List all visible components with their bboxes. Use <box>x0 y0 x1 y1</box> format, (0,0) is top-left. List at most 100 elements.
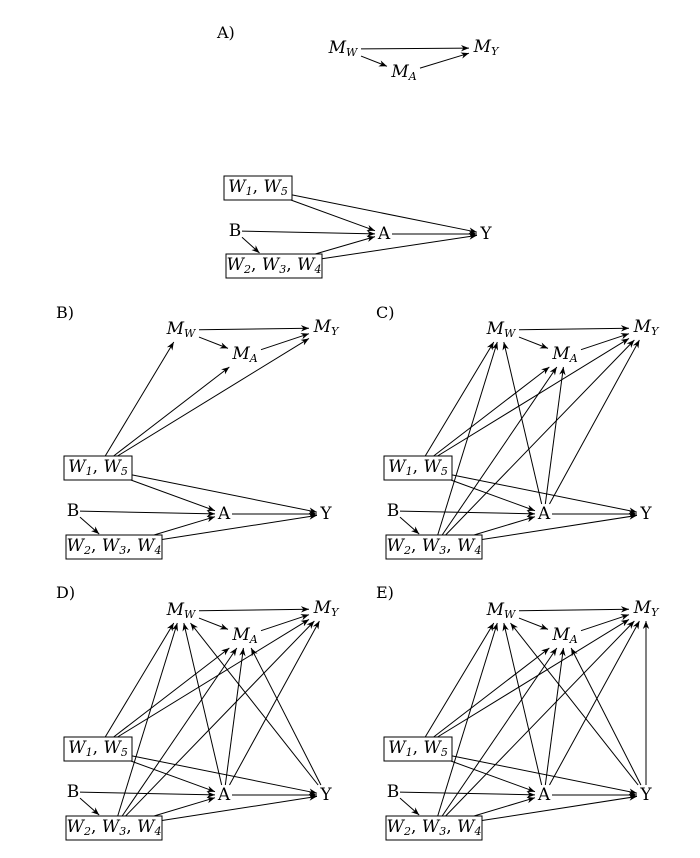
node-base-letter: W <box>423 738 442 758</box>
node-subscript: 1 <box>246 185 253 198</box>
node-subscript: 1 <box>86 465 93 478</box>
node-box <box>63 455 133 481</box>
node-a: A <box>217 504 231 524</box>
node-label: Y <box>639 785 652 805</box>
node-base-letter: M <box>633 317 652 337</box>
node-my: MY <box>633 598 660 619</box>
node-my: MY <box>313 598 340 619</box>
edge-w15-to-y <box>451 755 638 795</box>
node-label: B <box>387 782 400 802</box>
node-subscript: 5 <box>441 746 448 759</box>
edge-mw-to-my <box>198 325 310 332</box>
node-subscript: 5 <box>281 185 288 198</box>
edge-w234-to-my <box>445 620 635 817</box>
node-w15: W1, W5 <box>383 736 453 762</box>
node-base-letter: W <box>422 817 441 837</box>
node-subscript: 5 <box>441 465 448 478</box>
node-base-letter: W <box>297 255 316 275</box>
node-base-letter: W <box>388 457 407 477</box>
svg-text:MW: MW <box>486 600 517 621</box>
edge-y-to-mw <box>190 622 319 786</box>
node-b: B <box>387 782 400 802</box>
svg-text:W1, W5: W1, W5 <box>228 177 288 198</box>
node-label: B <box>67 501 80 521</box>
node-w234: W2, W3, W4 <box>65 815 163 841</box>
edge-w234-to-a <box>473 515 536 536</box>
node-base-letter: M <box>486 600 505 620</box>
svg-text:MY: MY <box>473 37 500 58</box>
svg-text:W1, W5: W1, W5 <box>68 738 128 759</box>
svg-text:W1, W5: W1, W5 <box>388 738 448 759</box>
node-subscript: 4 <box>474 825 482 838</box>
node-subscript: 1 <box>86 746 93 759</box>
node-mw: MW <box>166 600 197 621</box>
node-subscript: W <box>504 327 517 340</box>
node-subscript: 5 <box>121 465 128 478</box>
edge-w15-to-ma <box>433 366 550 457</box>
svg-text:MY: MY <box>633 317 660 338</box>
node-label: A <box>217 504 231 524</box>
node-subscript: 4 <box>314 263 322 276</box>
node-subscript: 5 <box>121 746 128 759</box>
node-box <box>383 736 453 762</box>
edge-w234-to-ma <box>441 647 558 817</box>
edge-ma-to-my <box>419 52 470 69</box>
edge-w15-to-mw <box>424 341 495 457</box>
edge-y-to-ma <box>570 647 642 786</box>
node-subscript: 3 <box>439 825 446 838</box>
edge-w15-to-my <box>437 338 630 457</box>
node-a: A <box>377 224 391 244</box>
edge-w15-to-mw <box>104 622 175 738</box>
panel-label-b: B) <box>56 303 74 322</box>
node-base-letter: W <box>422 536 441 556</box>
node-subscript: 3 <box>119 544 126 557</box>
edge-w234-to-mw <box>437 341 498 536</box>
edge-a-to-mw <box>502 341 543 505</box>
edge-b-to-w234 <box>79 797 100 816</box>
edge-mw-to-my <box>198 606 310 613</box>
node-base-letter: W <box>103 738 122 758</box>
svg-text:MY: MY <box>313 598 340 619</box>
node-b: B <box>229 221 242 241</box>
node-subscript: A <box>249 633 258 646</box>
node-label: B <box>387 501 400 521</box>
node-mw: MW <box>486 600 517 621</box>
edge-w15-to-mw <box>104 341 175 457</box>
node-box <box>63 736 133 762</box>
edge-a-to-ma <box>544 647 566 786</box>
edge-w15-to-ma <box>113 366 230 457</box>
svg-text:W1, W5: W1, W5 <box>388 457 448 478</box>
node-subscript: W <box>184 327 197 340</box>
node-box <box>385 534 483 560</box>
node-base-letter: M <box>486 319 505 339</box>
svg-text:MY: MY <box>633 598 660 619</box>
node-w234: W2, W3, W4 <box>385 815 483 841</box>
node-base-letter: W <box>226 255 245 275</box>
svg-text:W2, W3, W4: W2, W3, W4 <box>66 536 161 557</box>
edge-w234-to-y <box>481 513 638 541</box>
panel-label-a: A) <box>216 23 235 42</box>
edge-mw-to-my <box>518 325 630 332</box>
node-mw: MW <box>328 38 359 59</box>
node-base-letter: W <box>102 817 121 837</box>
node-a: A <box>217 785 231 805</box>
node-label: A <box>377 224 391 244</box>
node-subscript: Y <box>651 325 660 338</box>
edge-w234-to-a <box>315 235 376 255</box>
node-label: A <box>217 785 231 805</box>
node-subscript: A <box>569 352 578 365</box>
node-base-letter: W <box>457 817 476 837</box>
node-subscript: Y <box>651 606 660 619</box>
node-box <box>65 815 163 841</box>
node-box <box>65 534 163 560</box>
edge-w234-to-y <box>161 794 318 822</box>
node-subscript: 2 <box>403 825 411 838</box>
edge-w15-to-ma <box>433 647 550 738</box>
node-subscript: 1 <box>406 746 413 759</box>
node-subscript: 2 <box>83 544 91 557</box>
edge-ma-to-my <box>260 333 310 351</box>
edge-mw-to-my <box>518 606 630 613</box>
edge-w15-to-y <box>291 194 478 234</box>
